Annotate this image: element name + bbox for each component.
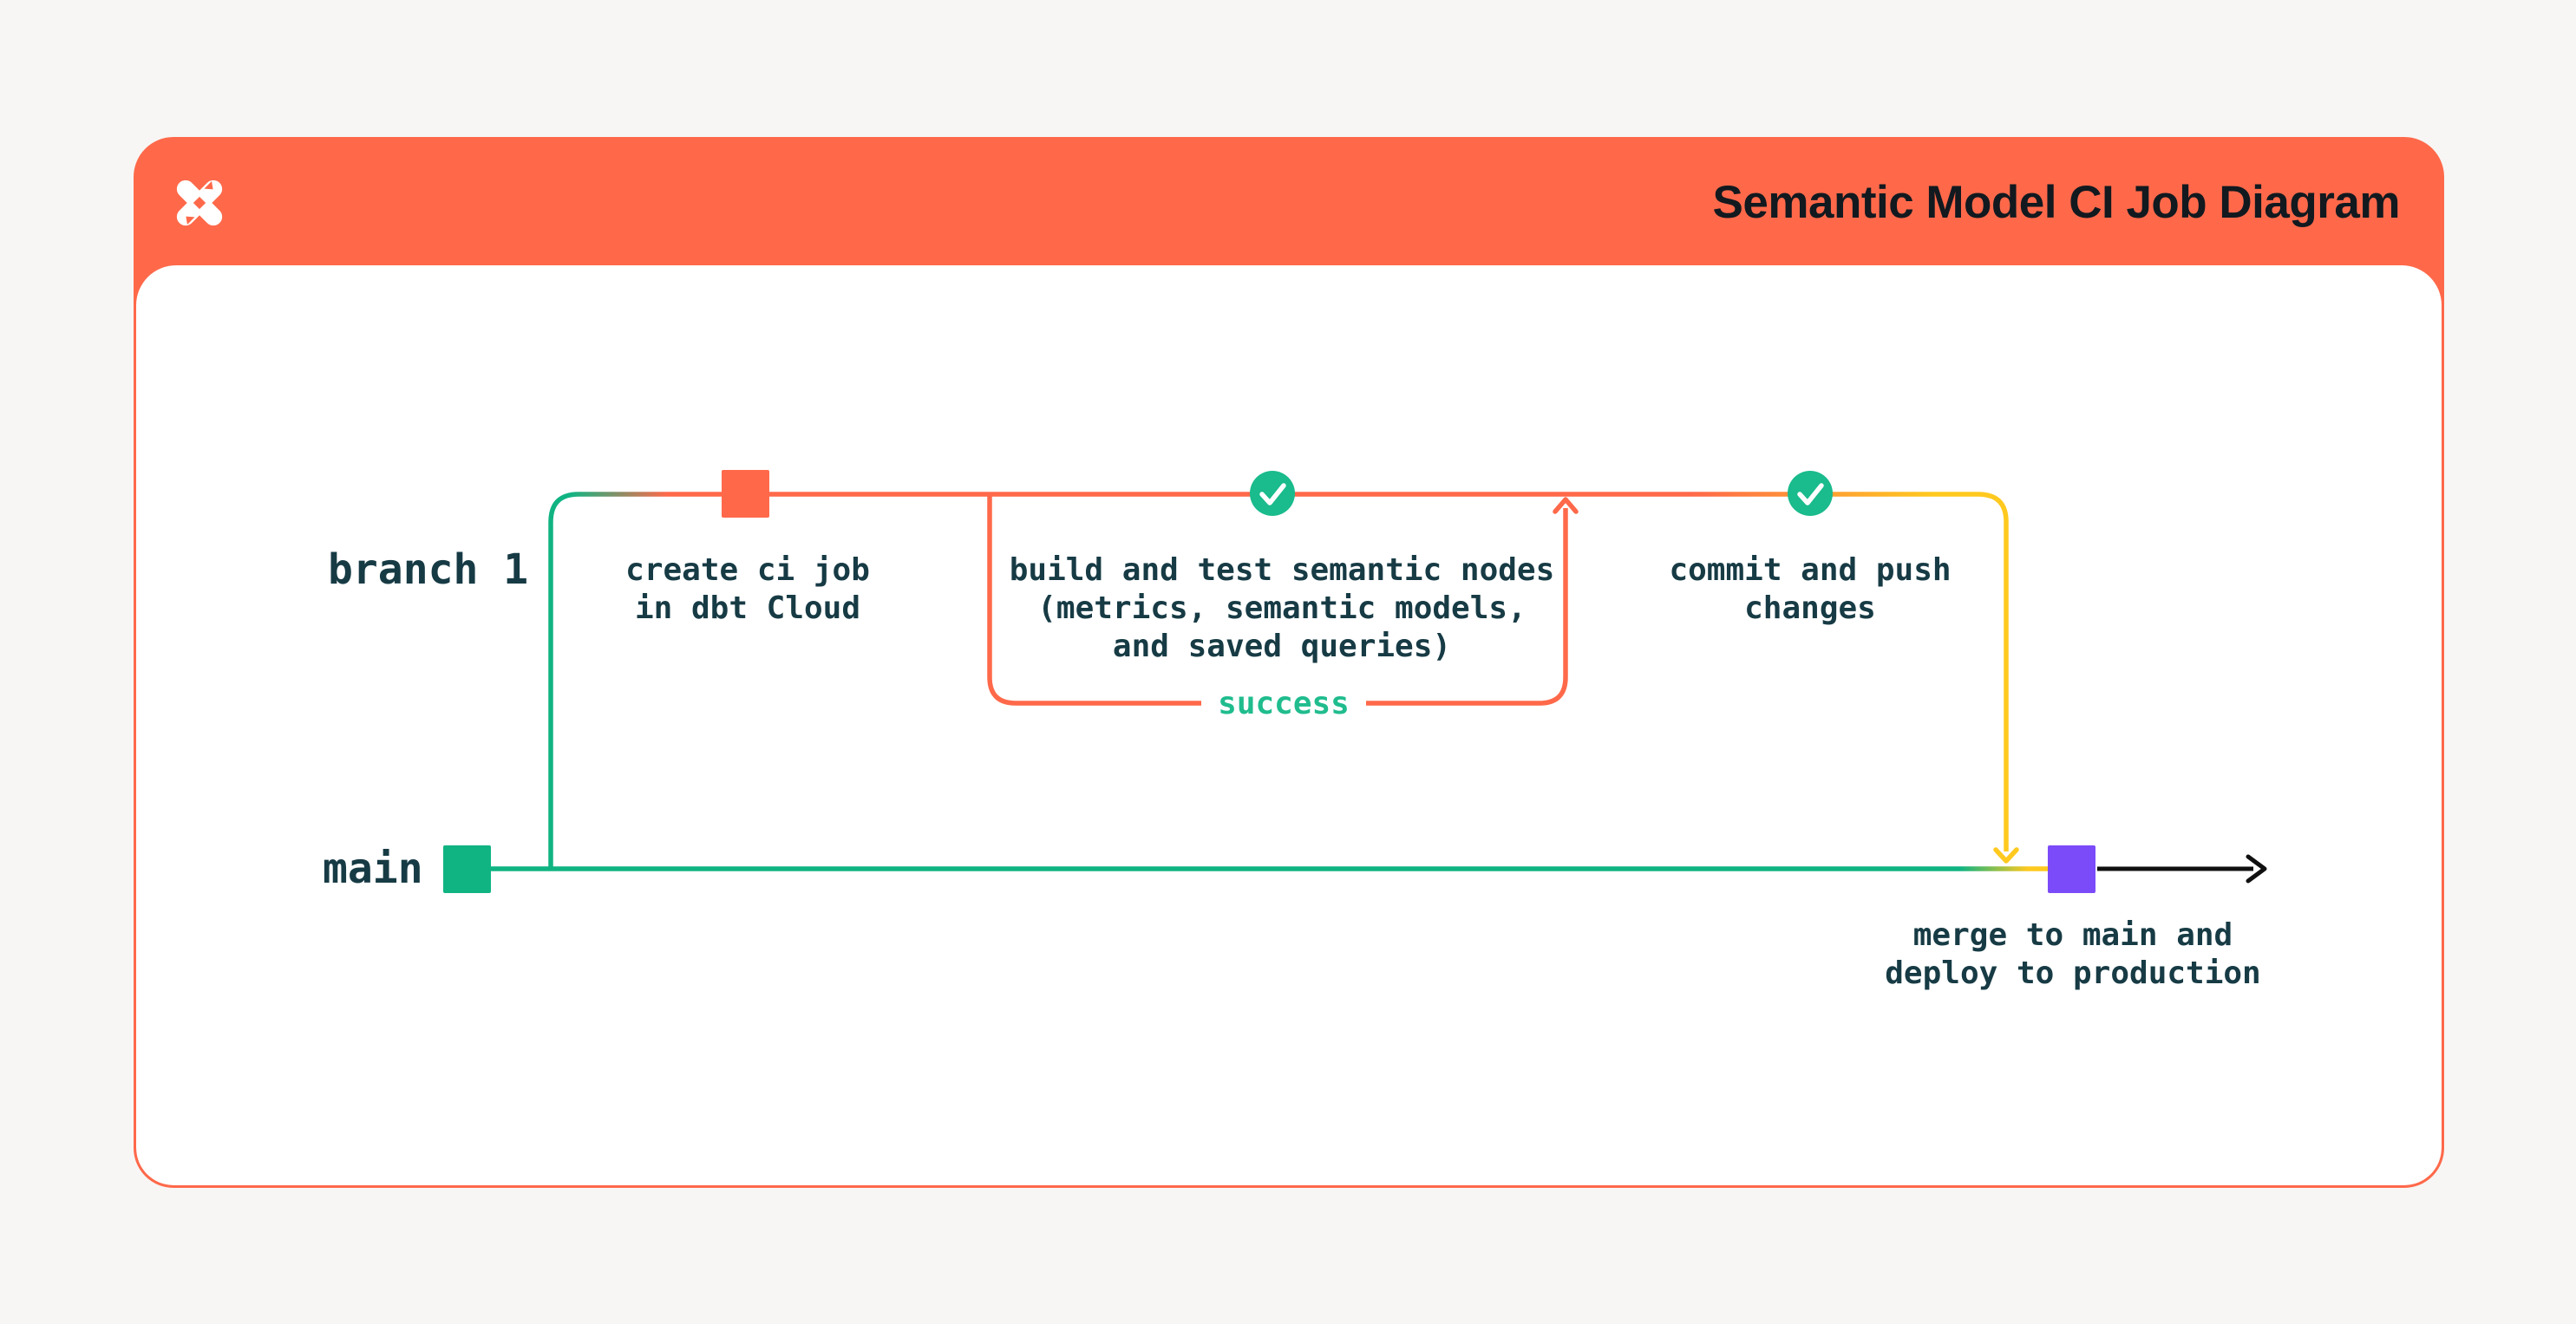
page-title: Semantic Model CI Job Diagram xyxy=(1712,177,2401,228)
dbt-logo-icon xyxy=(176,179,223,225)
node-merge-label: merge to main and deploy to production xyxy=(1885,917,2261,991)
main-label: main xyxy=(323,845,423,893)
card-body xyxy=(136,265,2442,1185)
branch-label: branch 1 xyxy=(328,545,529,594)
node-commit-label: commit and push changes xyxy=(1669,552,1952,626)
dbt-logo-notch xyxy=(186,216,195,225)
node-create-label: create ci job in dbt Cloud xyxy=(625,552,870,626)
success-label: success xyxy=(1218,686,1350,721)
node-build-label: build and test semantic nodes (metrics, … xyxy=(1009,552,1555,664)
card-header: Semantic Model CI Job Diagram xyxy=(136,140,2442,265)
dbt-logo-notch xyxy=(204,180,213,189)
diagram-card: Semantic Model CI Job Diagram xyxy=(134,137,2444,1188)
